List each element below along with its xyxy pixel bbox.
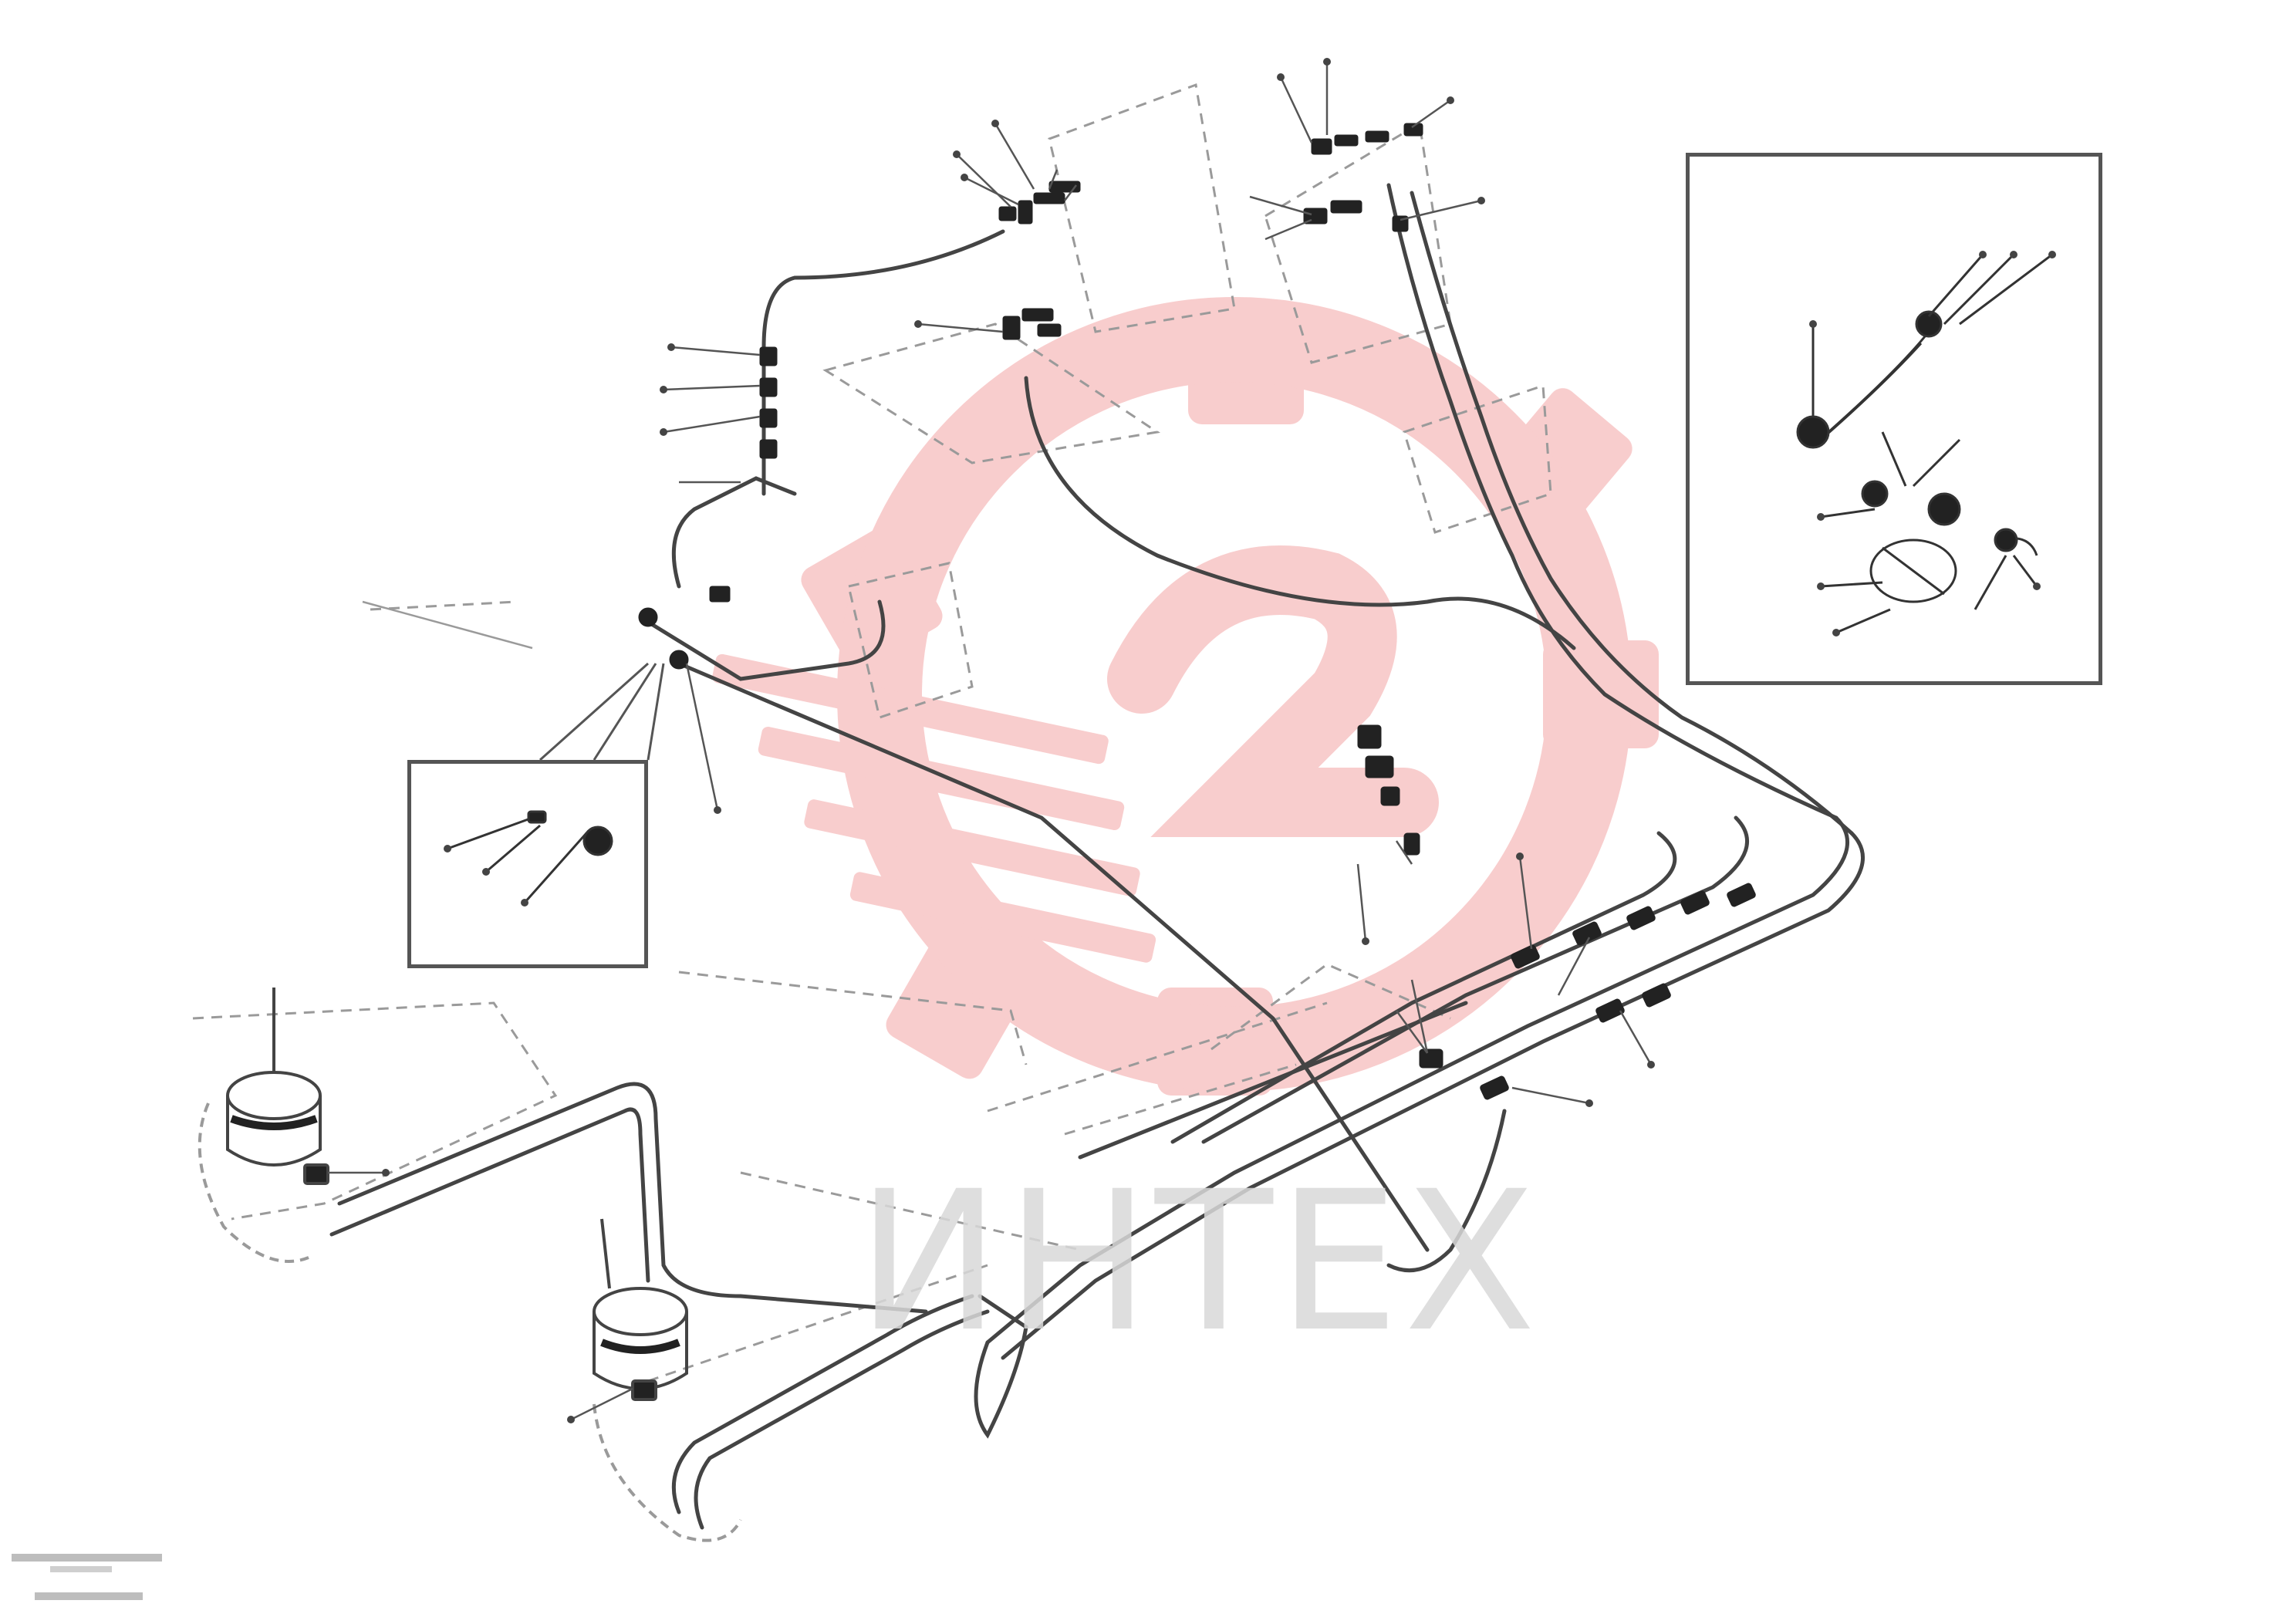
hose-left-pedal [337,1082,928,1314]
machine-outline [192,83,1552,1383]
drawing-reference-smudge [12,1554,162,1600]
fitting-left-joint [638,586,731,670]
callout-markers [382,58,2056,1423]
hose-bundle-a [985,815,1849,1345]
hose-lower-left-2 [694,1309,990,1530]
fitting-cluster-left-stack [759,346,778,459]
fittings [638,123,1756,1100]
fitting-cluster-center [1357,724,1420,856]
hose-top-right-a [1386,183,1838,820]
inset-leaders [539,662,665,761]
hose-left-pedal-2 [329,1107,650,1283]
fitting-cluster-bundle [1419,883,1756,1100]
fitting-cluster-top-right [1303,123,1423,232]
hose-bundle-d [1170,831,1677,1144]
inset-box-right [1686,153,2102,685]
hose-main-diagonal [677,661,1430,1252]
hose-bundle-b [1001,831,1865,1360]
hose-lower-left [671,1294,974,1514]
hose-top-left [761,229,1005,496]
pedal-valve-left [198,988,329,1263]
inset-box-left [407,760,648,968]
hose-right-down [1386,1109,1507,1273]
hose-lower-loop [974,1294,1028,1439]
hose-lines [329,183,1865,1530]
hose-mid-left [638,599,886,681]
hose-top-right-b [1410,191,1854,836]
watermark-gear-icon [712,297,1659,1096]
hose-bundle-c [1201,815,1749,1144]
inset-right-parts [1796,253,2053,634]
leader-lines [328,62,1653,1421]
hose-cross [1078,1001,1468,1160]
fitting-cluster-top-left [998,181,1081,340]
hose-top-center [1024,376,1576,650]
inset-left-parts [447,810,613,903]
hose-mid-short [671,476,797,589]
pedal-valve-bottom [593,1218,742,1542]
